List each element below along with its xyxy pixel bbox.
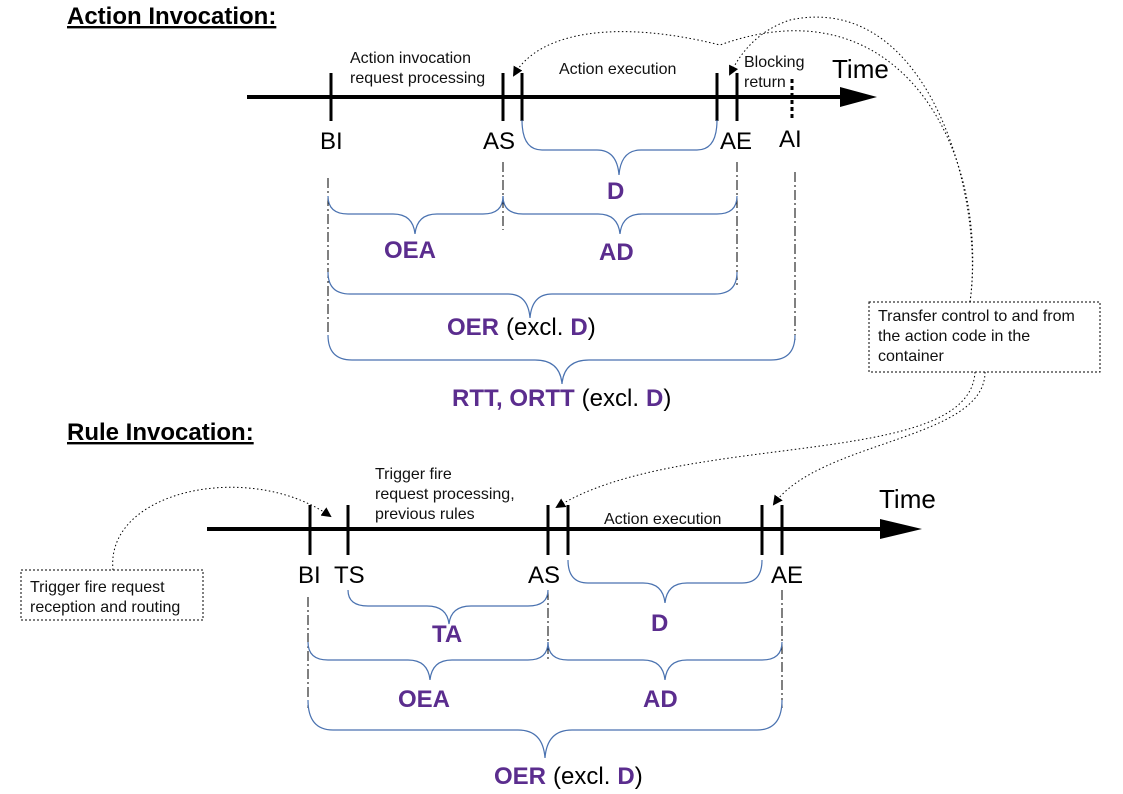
- rule-label-as: AS: [528, 562, 560, 589]
- action-brace-oer: [327, 271, 738, 319]
- rule-metric-d: D: [651, 610, 668, 637]
- action-brace-oea: [327, 195, 504, 235]
- action-oer-excl-open: (excl.: [506, 314, 563, 341]
- action-metric-d: D: [607, 178, 624, 205]
- rule-oer-excl-close: ): [635, 763, 643, 790]
- rule-metric-oer-line: OER (excl. D): [494, 763, 643, 790]
- action-rtt-excl-close: ): [663, 385, 671, 412]
- rule-metric-ta: TA: [432, 621, 462, 648]
- action-phase-request-line2: request processing: [350, 70, 485, 87]
- trigger-note-line2: reception and routing: [30, 599, 180, 616]
- transfer-arrow-action-as: [512, 30, 974, 303]
- transfer-control-note-box: [868, 301, 1101, 373]
- action-phase-execution-label: Action execution: [559, 61, 676, 78]
- action-label-ae: AE: [720, 128, 752, 155]
- action-rtt-excl-open: (excl.: [582, 385, 639, 412]
- action-label-ai: AI: [779, 126, 802, 153]
- action-metric-oer-line: OER (excl. D): [447, 314, 596, 341]
- transfer-note-line2: the action code in the: [878, 328, 1030, 345]
- rule-brace-ta: [347, 589, 549, 625]
- rule-label-bi: BI: [298, 562, 321, 589]
- rule-phase-trigger-line3: previous rules: [375, 506, 475, 523]
- action-label-as: AS: [483, 128, 515, 155]
- action-metric-rtt-line: RTT, ORTT (excl. D): [452, 385, 671, 412]
- rule-oer-excl-d: D: [617, 763, 634, 790]
- action-oer-excl-d: D: [570, 314, 587, 341]
- rule-brace-d: [567, 559, 763, 604]
- rule-brace-ad: [547, 641, 783, 681]
- action-time-label: Time: [832, 54, 889, 84]
- action-metric-rtt: RTT, ORTT: [452, 385, 575, 412]
- action-metric-ad: AD: [599, 239, 634, 266]
- action-phase-blocking-line1: Blocking: [744, 54, 804, 71]
- transfer-note-line3: container: [878, 348, 944, 365]
- rule-brace-oer: [307, 699, 783, 759]
- rule-brace-oea: [307, 641, 549, 681]
- action-oer-excl-close: ): [588, 314, 596, 341]
- transfer-note-line1: Transfer control to and from: [878, 308, 1075, 325]
- action-brace-d: [521, 119, 718, 176]
- action-time-arrowhead: [840, 87, 877, 107]
- rule-phase-trigger-line1: Trigger fire: [375, 466, 452, 483]
- action-metric-oea: OEA: [384, 237, 436, 264]
- rule-phase-trigger-line2: request processing,: [375, 486, 515, 503]
- transfer-arrow-action-ae: [729, 16, 973, 303]
- transfer-arrow-rule-ae: [772, 371, 986, 506]
- rule-label-ts: TS: [334, 562, 365, 589]
- action-phase-request-line1: Action invocation: [350, 50, 471, 67]
- rule-time-label: Time: [879, 484, 936, 514]
- action-rtt-excl-d: D: [646, 385, 663, 412]
- action-brace-rtt: [327, 334, 796, 385]
- rule-metric-ad: AD: [643, 686, 678, 713]
- action-phase-blocking-line2: return: [744, 74, 786, 91]
- rule-metric-oea: OEA: [398, 686, 450, 713]
- rule-invocation-heading: Rule Invocation:: [67, 419, 254, 446]
- trigger-reception-note-box: [20, 569, 204, 621]
- rule-time-arrowhead: [880, 519, 922, 539]
- rule-label-ae: AE: [771, 562, 803, 589]
- trigger-note-line1: Trigger fire request: [30, 579, 165, 596]
- action-metric-oer: OER: [447, 314, 499, 341]
- rule-oer-excl-open: (excl.: [553, 763, 610, 790]
- rule-phase-execution-label: Action execution: [604, 511, 721, 528]
- rule-metric-oer: OER: [494, 763, 546, 790]
- action-brace-ad: [502, 195, 738, 235]
- action-label-bi: BI: [320, 128, 343, 155]
- action-invocation-heading: Action Invocation:: [67, 3, 276, 30]
